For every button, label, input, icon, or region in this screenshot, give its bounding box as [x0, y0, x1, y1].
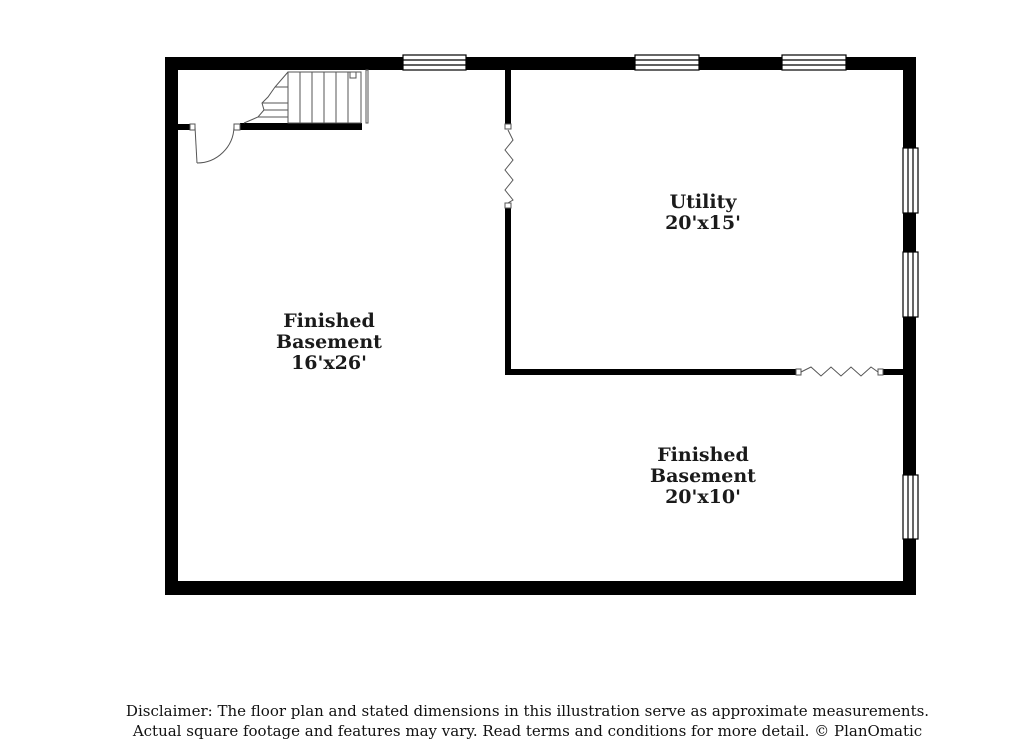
- interior-walls: [240, 70, 903, 375]
- room-utility: Utility 20'x15': [665, 191, 741, 234]
- wall-top-middle: [466, 57, 635, 70]
- bifold-door-utility-west: [504, 123, 514, 209]
- room-label-name-line2: Basement: [276, 331, 382, 353]
- door-jamb-left: [178, 124, 190, 130]
- window-right-3: [902, 474, 919, 540]
- wall-top-right: [846, 57, 916, 70]
- disclaimer-line-1: Disclaimer: The floor plan and stated di…: [125, 702, 930, 720]
- wall-right-bottom: [903, 539, 916, 595]
- windows-top: [402, 54, 847, 71]
- room-finished-basement-east: Finished Basement 20'x10': [650, 444, 756, 508]
- room-label-dimensions: 20'x10': [665, 486, 741, 508]
- wall-bottom: [165, 581, 916, 595]
- utility-wall-bottom-right: [883, 369, 903, 375]
- wall-left-upper: [165, 57, 178, 124]
- disclaimer-line-2: Actual square footage and features may v…: [132, 722, 923, 740]
- window-right-2: [902, 251, 919, 318]
- staircase: [243, 69, 369, 124]
- utility-wall-left-lower: [505, 208, 511, 375]
- room-label-name: Finished: [657, 444, 749, 466]
- window-top-2: [634, 54, 700, 71]
- room-label-dimensions: 20'x15': [665, 212, 741, 234]
- wall-right-top: [903, 57, 916, 148]
- wall-right-mid2: [903, 317, 916, 475]
- windows-right: [902, 147, 919, 540]
- utility-wall-left-upper: [505, 70, 511, 124]
- window-top-1: [402, 54, 467, 71]
- door-leaf: [194, 126, 198, 164]
- door-swing-arc: [196, 126, 235, 164]
- exterior-walls: [165, 57, 916, 595]
- room-label-name-line2: Basement: [650, 465, 756, 487]
- window-right-1: [902, 147, 919, 214]
- window-top-3: [781, 54, 847, 71]
- stair-wall: [240, 123, 362, 130]
- utility-wall-bottom: [505, 369, 796, 375]
- wall-left-lower: [165, 124, 178, 595]
- bifold-door-utility-south: [795, 366, 884, 377]
- room-label-name: Utility: [670, 191, 738, 213]
- room-label-name: Finished: [283, 310, 375, 332]
- wall-top-left: [165, 57, 403, 70]
- room-finished-basement-west: Finished Basement 16'x26': [276, 310, 382, 374]
- room-label-dimensions: 16'x26': [291, 352, 367, 374]
- entry-door: [178, 123, 241, 164]
- wall-right-mid1: [903, 213, 916, 252]
- wall-top-between-windows: [699, 57, 782, 70]
